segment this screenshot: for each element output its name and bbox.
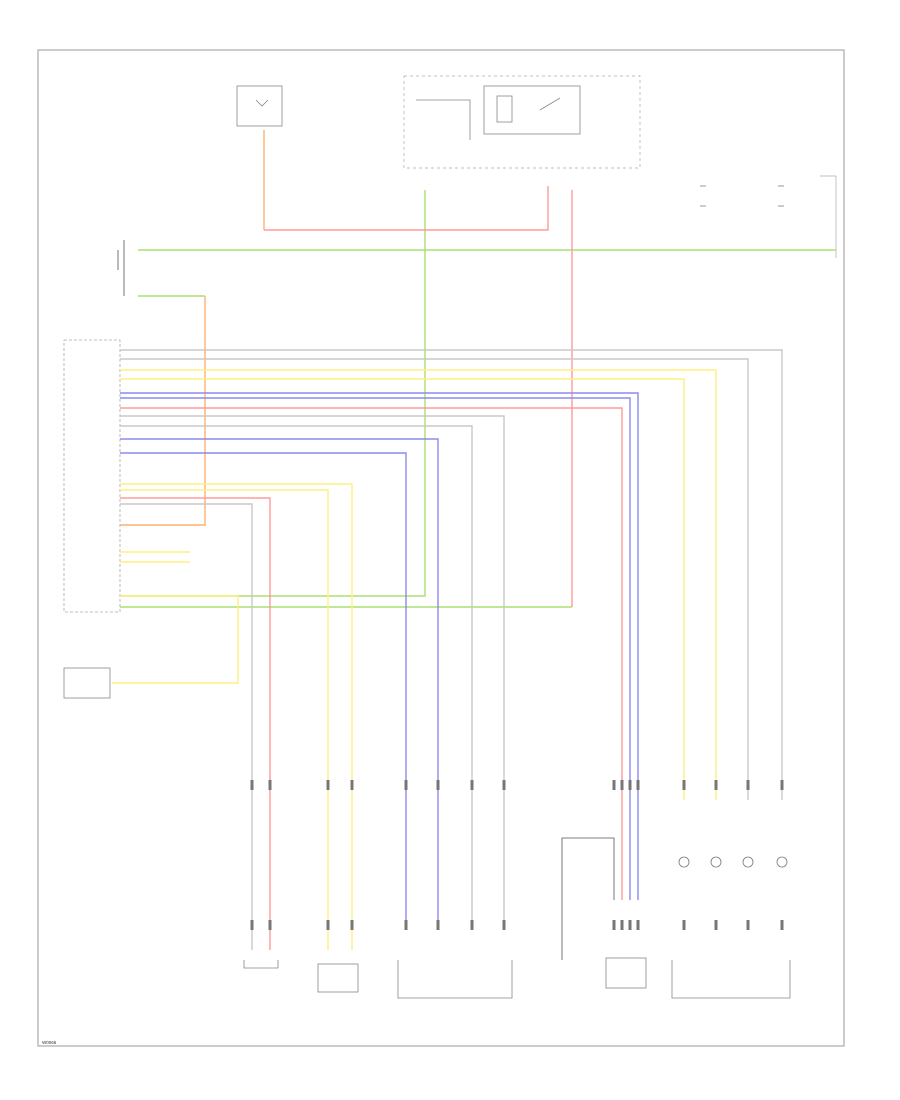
- connector-pin: [612, 780, 616, 790]
- connector-pin: [714, 920, 718, 930]
- relay-contact: [539, 97, 561, 111]
- ecu-module-box: [63, 339, 121, 613]
- connector-pin: [470, 780, 474, 790]
- wire-gray-3: [120, 415, 505, 930]
- connector-pin: [250, 920, 254, 930]
- connector-arrows-right: [700, 185, 784, 207]
- wire-gray-5: [120, 503, 253, 950]
- wire-yellow-7: [120, 489, 329, 950]
- sensor-circle-2: [710, 856, 722, 868]
- connector-pin: [502, 920, 506, 930]
- sensor-circle-3: [742, 856, 754, 868]
- connector-pin: [780, 780, 784, 790]
- wire-blue-2: [120, 397, 631, 900]
- connector-pin: [628, 780, 632, 790]
- wire-yellow-6: [112, 595, 239, 684]
- connector-pin: [746, 920, 750, 930]
- connector-pin: [746, 780, 750, 790]
- connector-pin: [714, 780, 718, 790]
- wire-orange-upper: [120, 296, 206, 526]
- connector-pin: [612, 920, 616, 930]
- connector-pin: [404, 780, 408, 790]
- connector-pin: [436, 920, 440, 930]
- connector-pin: [250, 780, 254, 790]
- relay-component: [483, 85, 581, 135]
- connector-pin: [436, 780, 440, 790]
- neutral-switch-dashed-boundary: [403, 75, 641, 169]
- connector-pin: [268, 920, 272, 930]
- right-connector-bracket: [820, 175, 837, 258]
- connector-pin: [780, 920, 784, 930]
- sensor-circle-1: [678, 856, 690, 868]
- wire-blue-4: [120, 452, 407, 930]
- component-box-2: [317, 963, 359, 993]
- connector-pin: [404, 920, 408, 930]
- connector-pin: [326, 780, 330, 790]
- wire-black-sensor: [561, 837, 615, 960]
- connector-pin: [326, 920, 330, 930]
- sensor-circle-4: [776, 856, 788, 868]
- component-box-4: [605, 957, 647, 989]
- control-module-box: [63, 667, 111, 699]
- wire-red-fuse-relay: [264, 186, 549, 231]
- connector-pin: [636, 920, 640, 930]
- component-left-bracket: [243, 960, 279, 969]
- connector-pin: [268, 780, 272, 790]
- neutral-switch-inner: [416, 99, 471, 140]
- fuse-box-component: [236, 85, 283, 127]
- ecu-pin-labels: [120, 349, 126, 608]
- connector-pin: [620, 780, 624, 790]
- figure-id: W0066: [42, 1040, 57, 1045]
- wire-gray-4: [120, 425, 473, 930]
- component-bracket-3: [397, 960, 513, 999]
- component-bracket-5: [671, 960, 791, 999]
- connector-pin: [620, 920, 624, 930]
- wire-yellow-1: [120, 369, 717, 800]
- wire-blue-1: [120, 392, 639, 900]
- connector-pin: [636, 780, 640, 790]
- wire-gray-2: [120, 358, 749, 800]
- connector-pin: [682, 780, 686, 790]
- connector-pins: [250, 780, 784, 930]
- connector-pin: [350, 780, 354, 790]
- wire-red-ecu: [120, 407, 623, 900]
- connector-pin: [628, 920, 632, 930]
- connector-pin: [502, 780, 506, 790]
- diagram-frame: [37, 49, 845, 1047]
- relay-coil: [496, 95, 513, 123]
- wire-yellow-2: [120, 378, 685, 800]
- fuse-symbol: [255, 99, 269, 107]
- wire-red-lower: [120, 497, 271, 950]
- wire-blue-3: [120, 438, 439, 930]
- wire-gray-1: [120, 349, 783, 800]
- connector-pin: [350, 920, 354, 930]
- wire-yellow-3: [120, 483, 353, 950]
- connector-pin: [470, 920, 474, 930]
- connector-pin: [682, 920, 686, 930]
